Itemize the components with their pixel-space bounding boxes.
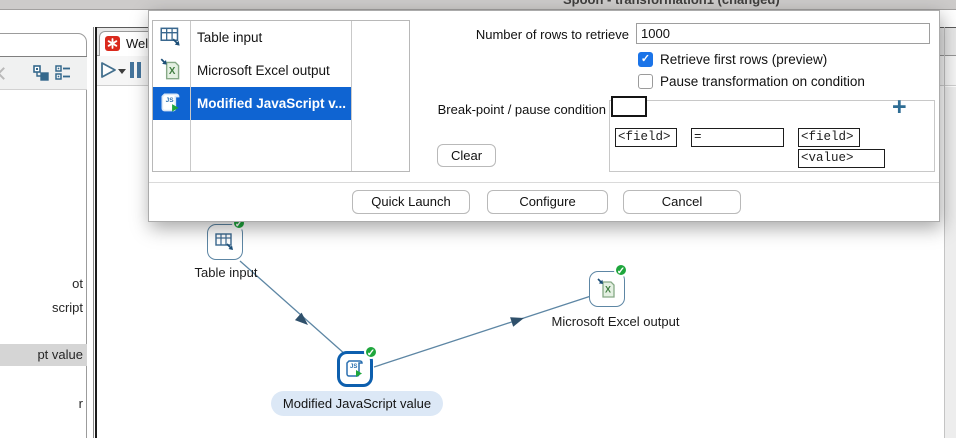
- breakpoint-condition-input[interactable]: [611, 96, 647, 117]
- microsoft-excel-output-icon: X: [160, 58, 180, 80]
- list-row-label: Microsoft Excel output: [197, 63, 330, 78]
- breakpoint-condition-label: Break-point / pause condition: [437, 102, 606, 117]
- run-options-caret-icon[interactable]: [118, 69, 126, 74]
- transformation-debug-dialog: Table input X Microsoft Excel output JS …: [148, 10, 940, 222]
- pause-button[interactable]: [130, 62, 144, 78]
- list-row-label: Modified JavaScript v...: [197, 96, 347, 111]
- step-label-excel-output: Microsoft Excel output: [551, 314, 680, 329]
- modified-javascript-icon: JS: [346, 360, 363, 377]
- canvas-frame-edge: [95, 27, 97, 438]
- tree-item-fragment[interactable]: r: [78, 396, 83, 411]
- configure-button[interactable]: Configure: [487, 190, 608, 214]
- window-title: Spoon - transformation1 (changed): [563, 0, 780, 7]
- canvas-right-edge: [944, 27, 945, 438]
- quick-launch-button[interactable]: Quick Launch: [352, 190, 470, 214]
- svg-text:X: X: [169, 66, 176, 77]
- list-row-label: Table input: [197, 30, 263, 45]
- condition-right-field[interactable]: <field>: [798, 128, 860, 147]
- list-view-icon[interactable]: [55, 65, 71, 81]
- dialog-step-list: Table input X Microsoft Excel output JS …: [152, 20, 410, 172]
- condition-editor-group: <field> = <field> <value> +: [609, 93, 935, 172]
- sidebar-splitter[interactable]: [93, 27, 94, 438]
- step-table-input[interactable]: [207, 216, 246, 260]
- tree-item-fragment[interactable]: ot: [72, 276, 83, 291]
- tree-item-selected[interactable]: pt value: [0, 344, 87, 366]
- svg-text:JS: JS: [350, 364, 357, 370]
- scrollbar-track[interactable]: [945, 87, 956, 438]
- table-input-icon: [160, 27, 180, 46]
- retrieve-first-rows-label: Retrieve first rows (preview): [660, 52, 828, 67]
- modified-javascript-icon: JS: [161, 93, 180, 112]
- pause-on-condition-checkbox[interactable]: [638, 74, 653, 89]
- step-label-modified-javascript[interactable]: Modified JavaScript value: [271, 391, 443, 416]
- tree-view-icon[interactable]: [33, 65, 49, 81]
- tab-label: Welc: [126, 36, 155, 51]
- microsoft-excel-output-icon: X: [597, 278, 615, 298]
- step-excel-output[interactable]: X: [589, 263, 628, 307]
- svg-text:JS: JS: [166, 97, 175, 104]
- step-modified-javascript[interactable]: JS: [337, 345, 378, 387]
- step-success-badge: [364, 345, 378, 359]
- steps-tree-sidebar: [0, 33, 87, 438]
- tree-item-fragment[interactable]: script: [51, 300, 83, 315]
- condition-left-field[interactable]: <field>: [615, 128, 677, 147]
- dialog-separator: [149, 182, 939, 183]
- condition-right-value[interactable]: <value>: [798, 149, 885, 168]
- list-row-modified-javascript[interactable]: JS Modified JavaScript v...: [153, 87, 351, 120]
- pentaho-logo-icon: [105, 36, 120, 51]
- table-input-icon: [215, 233, 233, 250]
- condition-operator[interactable]: =: [691, 128, 784, 147]
- cancel-button[interactable]: Cancel: [623, 190, 741, 214]
- svg-text:X: X: [605, 285, 611, 295]
- retrieve-first-rows-checkbox[interactable]: [638, 52, 653, 67]
- tree-item-fragment[interactable]: pt value: [37, 347, 83, 362]
- hop-arrowhead-icon: [510, 317, 524, 327]
- rows-to-retrieve-input[interactable]: [636, 23, 930, 44]
- list-row-excel-output[interactable]: X Microsoft Excel output: [153, 54, 351, 87]
- list-row-table-input[interactable]: Table input: [153, 21, 351, 54]
- add-condition-button[interactable]: +: [892, 93, 907, 121]
- run-button[interactable]: [100, 61, 117, 79]
- step-label-table-input: Table input: [194, 265, 258, 280]
- rows-to-retrieve-label: Number of rows to retrieve: [475, 27, 629, 42]
- step-success-badge: [614, 263, 628, 277]
- pause-on-condition-label: Pause transformation on condition: [660, 74, 865, 89]
- hop-arrowhead-icon: [294, 312, 308, 325]
- clear-button[interactable]: Clear: [437, 144, 496, 167]
- window-titlebar: Spoon - transformation1 (changed): [0, 0, 956, 10]
